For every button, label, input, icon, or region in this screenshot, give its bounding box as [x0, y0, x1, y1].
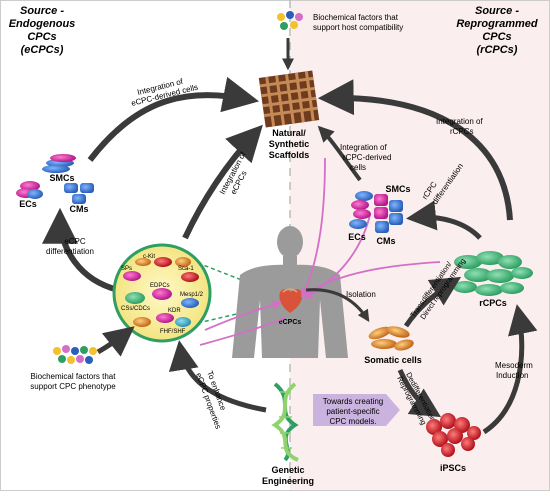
right-panel-title: Source - Reprogrammed CPCs (rCPCs)	[456, 5, 538, 56]
towards-line-2: patient-specific	[326, 407, 379, 416]
right-title-line-4: (rCPCs)	[477, 44, 518, 56]
label-fhf: FHF/SHF	[160, 329, 186, 335]
scaffolds-label-3: Scaffolds	[269, 150, 310, 160]
label-integration-rcpc-derived-3: cells	[350, 163, 366, 172]
factors-top-line-2: support host compatibility	[313, 23, 403, 32]
left-title-line-2: Endogenous	[9, 18, 76, 30]
label-integration-rcpc-derived-2: rCPC-derived	[343, 153, 391, 162]
magenta-scaffold-to-heart	[301, 157, 326, 298]
arrow-to-enhance	[168, 340, 267, 413]
label-ecpc-diff-2: differentiation	[46, 247, 94, 256]
left-title-line-1: Source -	[20, 5, 64, 17]
ecs-right-label: ECs	[348, 232, 366, 242]
cms-right-label: CMs	[376, 236, 395, 246]
arrow-ecpc-differentiation	[42, 207, 119, 293]
label-edpcs: EDPCs	[150, 283, 170, 289]
smcs-left-icon	[42, 154, 76, 173]
factors-top-line-1: Biochemical factors that	[313, 13, 399, 22]
right-title-line-3: CPCs	[482, 31, 511, 43]
factors-top-icon	[277, 11, 303, 30]
scaffold-icon	[258, 70, 320, 128]
towards-line-1: Towards creating	[323, 397, 383, 406]
arrow-isolation	[305, 288, 370, 323]
label-sps: SPs	[121, 266, 132, 272]
arrow-factors-bottom	[96, 326, 135, 357]
label-integration-rcpc-derived-1: Integration of	[340, 143, 387, 152]
arrow-transdifferentiation	[403, 276, 462, 328]
somatic-label: Somatic cells	[364, 355, 422, 365]
label-integration-rcpcs-2: rCPCs	[450, 127, 474, 136]
factors-bottom-line-2: support CPC phenotype	[30, 382, 116, 391]
label-mesoderm-1: Mesoderm	[495, 361, 533, 370]
rcpcs-icon	[453, 251, 533, 296]
arrow-dedifferentiation	[397, 368, 442, 418]
magenta-rcpcs-to-heart	[304, 261, 441, 295]
scaffolds-label-2: Synthetic	[269, 139, 310, 149]
heart-icon	[279, 288, 303, 313]
left-panel-title: Source - Endogenous CPCs (eCPCs)	[9, 5, 76, 56]
towards-line-3: CPC models.	[329, 417, 376, 426]
label-mesoderm-2: Induction	[496, 371, 528, 380]
scaffolds-label-1: Natural/	[272, 128, 306, 138]
arrow-integration-rcpcs	[317, 79, 513, 221]
label-sca1: Sca-1	[178, 266, 194, 272]
ecs-left-label: ECs	[19, 199, 37, 209]
magenta-ecpc-to-heart	[204, 300, 282, 331]
ipscs-icon	[426, 413, 481, 457]
factors-bottom-icon	[53, 345, 97, 364]
left-title-line-4: (eCPCs)	[21, 44, 64, 56]
cms-left-icon	[64, 183, 94, 204]
genetic-label-1: Genetic	[271, 465, 304, 475]
label-isolation: Isolation	[346, 290, 376, 299]
right-title-line-2: Reprogrammed	[456, 18, 538, 30]
arrow-mesoderm-induction	[482, 304, 538, 435]
label-integration-rcpcs-1: Integration of	[436, 117, 483, 126]
rcpcs-label: rCPCs	[479, 298, 507, 308]
somatic-cells-icon	[368, 326, 414, 351]
label-ecpc-diff-1: eCPC	[64, 237, 86, 246]
smcs-left-label: SMCs	[49, 173, 74, 183]
genetic-label-2: Engineering	[262, 476, 314, 486]
arrow-integration-rcpc-derived	[317, 125, 362, 182]
towards-box	[313, 394, 400, 426]
smcs-right-label: SMCs	[385, 184, 410, 194]
ecs-left-icon	[16, 181, 43, 199]
label-kdr: KDR	[168, 308, 181, 314]
right-cell-cluster-icon	[349, 191, 403, 233]
label-ckit: c-Kit	[143, 254, 155, 260]
label-mesp: Mesp1/2	[180, 292, 204, 298]
left-title-line-3: CPCs	[27, 31, 56, 43]
ecpc-subtypes-circle	[112, 243, 212, 343]
arrow-integration-ecpc-derived	[87, 76, 260, 162]
arrow-integration-ecpcs	[182, 124, 263, 240]
label-csdc: CSs/CDCs	[121, 306, 150, 312]
ecpcs-label: eCPCs	[279, 319, 302, 326]
ipscs-label: iPSCs	[440, 463, 466, 473]
cms-left-label: CMs	[69, 204, 88, 214]
arrow-rcpc-differentiation	[406, 200, 482, 240]
dna-helix-icon	[271, 382, 299, 462]
right-title-line-1: Source -	[475, 5, 519, 17]
magenta-heart-to-ecpc	[199, 317, 286, 346]
magenta-cells-to-heart	[303, 214, 371, 299]
factors-bottom-line-1: Biochemical factors that	[31, 372, 117, 381]
